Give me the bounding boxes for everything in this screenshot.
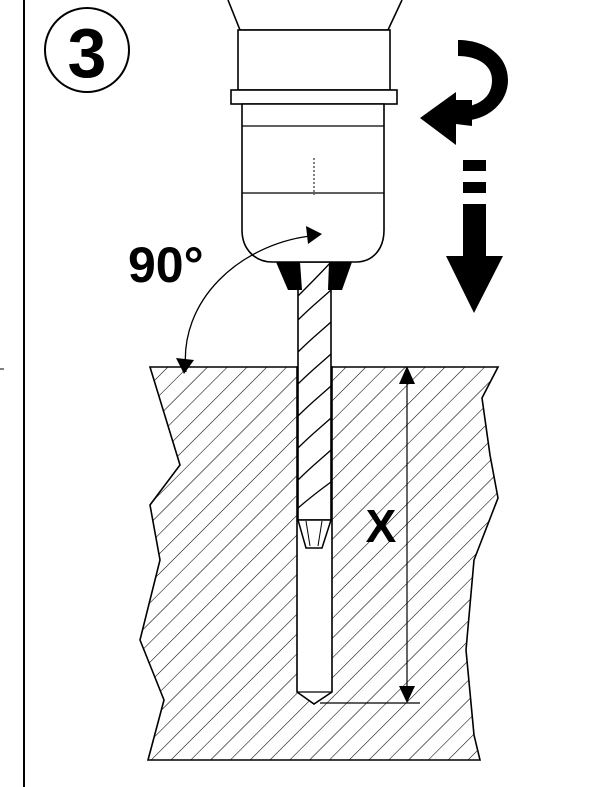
downward-feed-arrow-icon xyxy=(446,160,503,313)
curved-rotation-arrow-icon xyxy=(420,40,508,145)
drill-tip xyxy=(297,519,333,549)
depth-arrowhead-top xyxy=(399,366,415,384)
depth-dimension: X xyxy=(320,366,420,704)
angle-arrowhead-top xyxy=(306,226,322,244)
drill-bit xyxy=(297,261,333,549)
chuck-jaw-right xyxy=(328,262,352,290)
depth-arrowhead-bottom xyxy=(399,686,415,703)
angle-indicator: 90° xyxy=(128,226,322,374)
angle-label: 90° xyxy=(128,237,204,293)
depth-label: X xyxy=(366,500,397,552)
chuck-jaw-left xyxy=(276,262,302,290)
step-number: 3 xyxy=(68,14,107,92)
step-badge: 3 xyxy=(44,7,130,93)
angle-arrowhead-bottom xyxy=(176,358,194,374)
drill-chuck xyxy=(227,0,403,290)
